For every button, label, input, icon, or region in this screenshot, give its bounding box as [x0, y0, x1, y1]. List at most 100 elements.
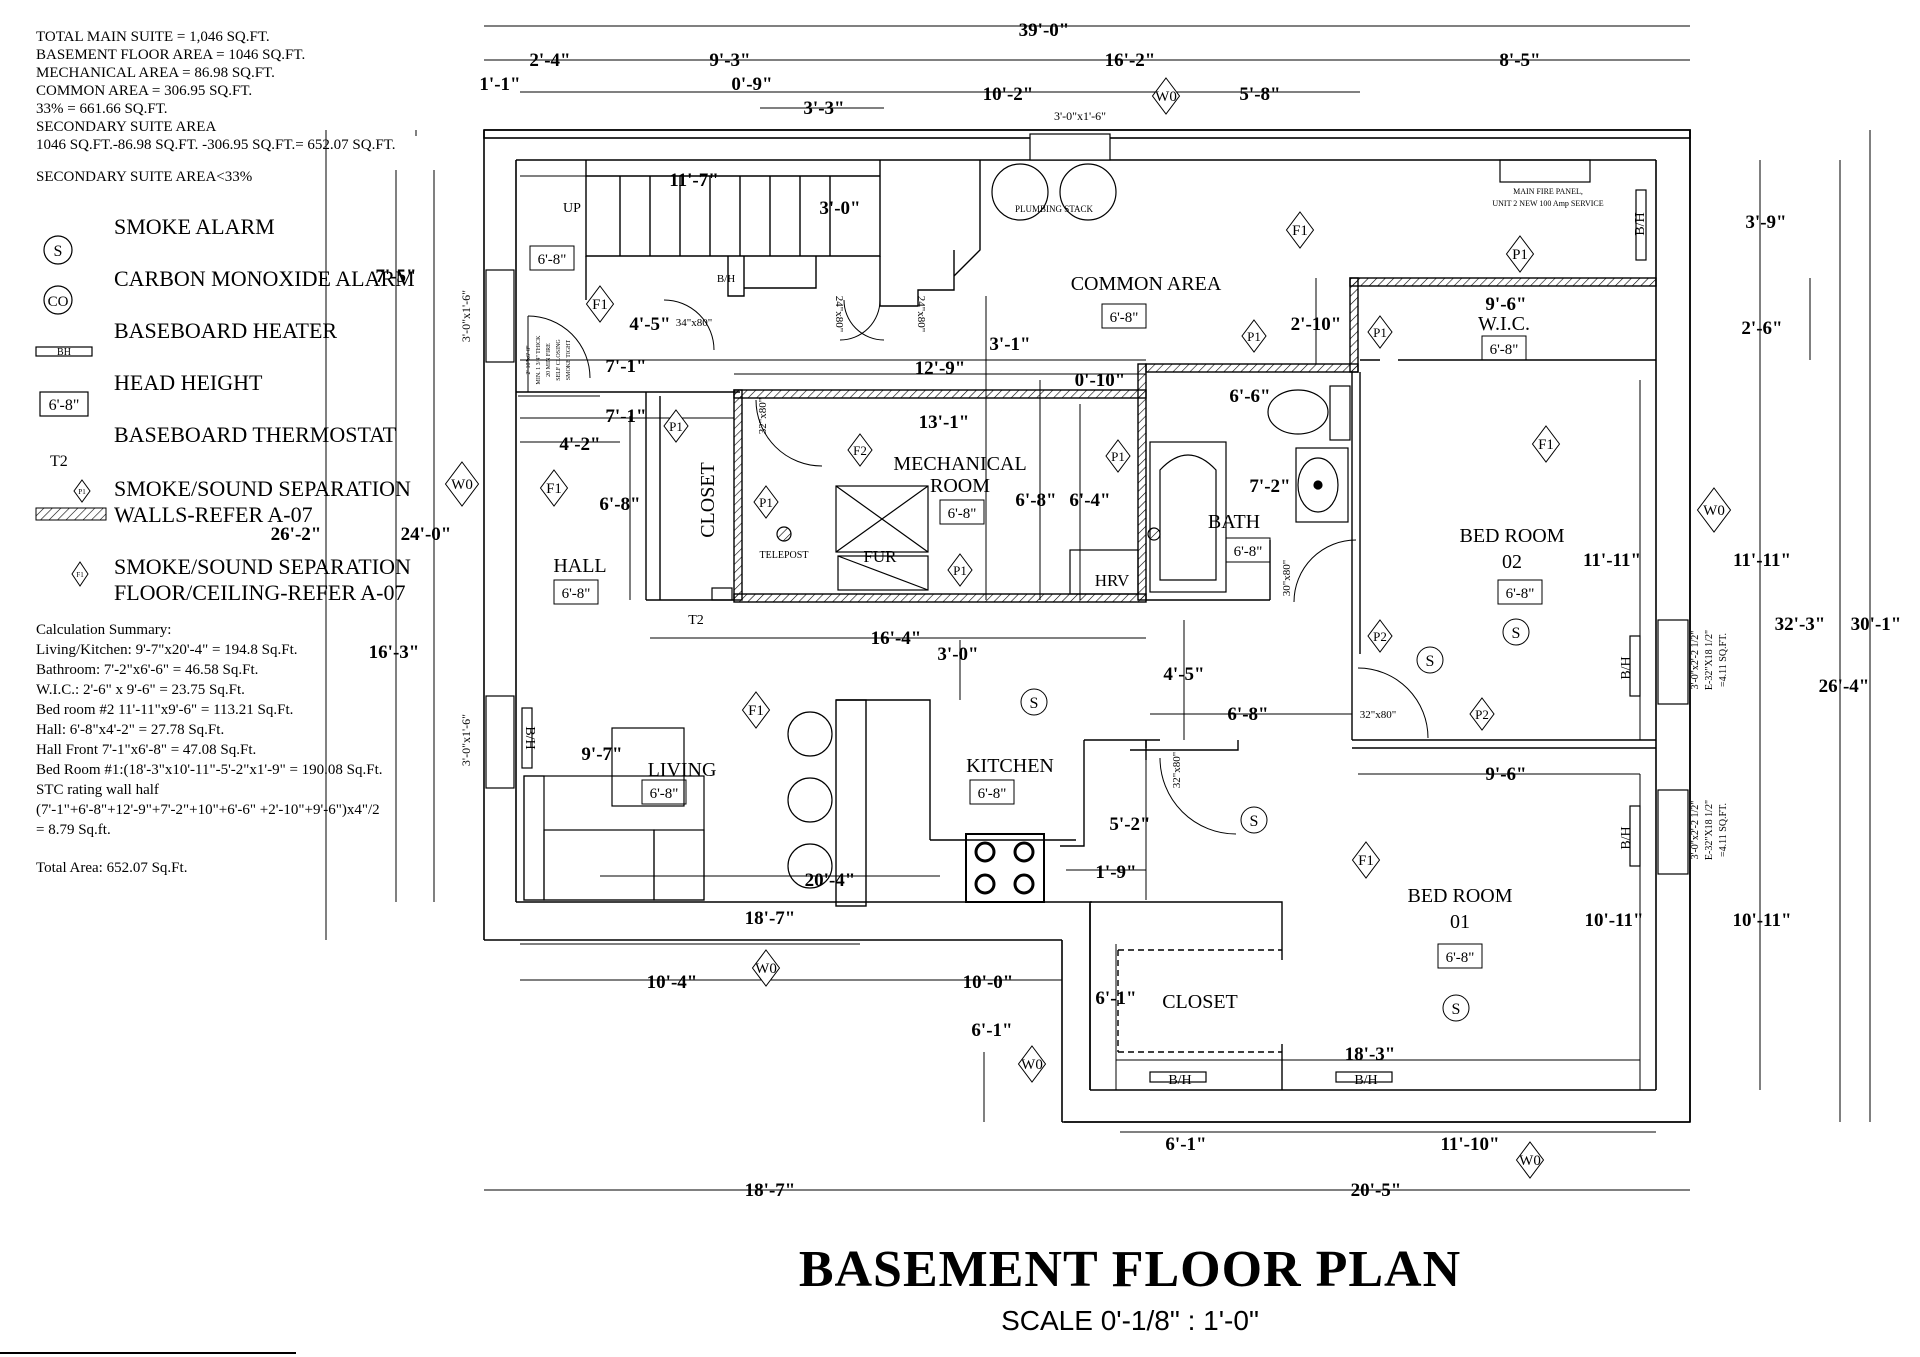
legend-hh-label: HEAD HEIGHT — [114, 370, 263, 395]
room-bed1-closet: CLOSET — [1162, 991, 1238, 1013]
calc-line: Living/Kitchen: 9'-7"x20'-4" = 194.8 Sq.… — [36, 642, 298, 658]
w0-tag-icon: W0 — [1696, 487, 1732, 533]
dim-label: 6'-1" — [1165, 1134, 1206, 1155]
head-height-tag: 6'-8" — [1490, 342, 1519, 358]
dim-label: 9'-6" — [1485, 764, 1526, 785]
dim-label: 2'-10" — [1291, 314, 1342, 335]
window-left-2 — [485, 695, 515, 789]
dim-label: 0'-10" — [1075, 370, 1126, 391]
floor-sep-diamond-icon — [71, 561, 89, 587]
w0-tag-text: W0 — [1519, 1153, 1541, 1169]
baseboard-label: B/H — [1619, 826, 1634, 849]
p1-tag-text: P1 — [1512, 247, 1528, 263]
legend-p1-symbol: P1 — [78, 488, 86, 496]
fire-panel-icon — [1499, 159, 1591, 183]
dim-label: 7'-2" — [1249, 476, 1290, 497]
dim-label: 6'-8" — [1015, 490, 1056, 511]
fire-panel-label-2: UNIT 2 NEW 100 Amp SERVICE — [1492, 199, 1603, 208]
p2-tag-icon: P2 — [1367, 619, 1393, 653]
calc-line: STC rating wall half — [36, 782, 159, 798]
dim-label: 6'-8" — [1227, 704, 1268, 725]
stair-up-label: UP — [563, 201, 581, 216]
dim-overall-width: 39'-0" — [1019, 20, 1070, 41]
baseboard-heater-icon — [1335, 1071, 1393, 1083]
room-mechanical-1: MECHANICAL — [893, 453, 1026, 475]
mech-door-swing — [755, 399, 823, 467]
head-height-tag: 6'-8" — [650, 786, 679, 802]
egress-label: 3'-0"x2'-2 1/2" — [1690, 631, 1701, 690]
p1-tag-icon: P1 — [947, 553, 973, 587]
dim-label: 6'-4" — [1069, 490, 1110, 511]
f2-tag-icon: F2 — [847, 433, 873, 467]
head-height-tag: 6'-8" — [1234, 544, 1263, 560]
dim-label: 16'-3" — [369, 642, 420, 663]
fire-door-note: MIN. 1 3/4" THICK — [536, 335, 542, 385]
dim-label: 5'-8" — [1239, 84, 1280, 105]
baseboard-heater-icon — [35, 346, 93, 357]
dim-label: 20'-4" — [805, 870, 856, 891]
dim-label: 32'-3" — [1775, 614, 1826, 635]
room-common-area: COMMON AREA — [1071, 273, 1222, 295]
dim-label: 9'-3" — [709, 50, 750, 71]
door-size-label: 24"x80" — [833, 296, 845, 332]
bed1-door-swing — [1159, 757, 1237, 835]
dim-label: 11'-7" — [669, 170, 719, 191]
egress-label: =4.11 SQ.FT. — [1718, 803, 1729, 857]
opening-labels: 3'-0"x1'-6" 3'-0"x1'-6" 3'-0"x1'-6" 34"x… — [459, 109, 1729, 1088]
doors — [527, 299, 1429, 835]
legend-wallsep-label1: SMOKE/SOUND SEPARATION — [114, 476, 411, 501]
dim-label: 10'-2" — [983, 84, 1034, 105]
window-size-label: 3'-0"x1'-6" — [459, 290, 473, 342]
area-notes: TOTAL MAIN SUITE = 1,046 SQ.FT. BASEMENT… — [36, 28, 395, 186]
smoke-alarm-text: S — [1512, 625, 1521, 642]
egress-window-2 — [1657, 789, 1689, 875]
drawing-scale: SCALE 0'-1/8" : 1'-0" — [1001, 1305, 1259, 1336]
baseboard-label: B/H — [717, 273, 735, 285]
door-size-label: 32"x80" — [1171, 752, 1183, 788]
title-block: BASEMENT FLOOR PLAN SCALE 0'-1/8" : 1'-0… — [700, 1240, 1560, 1337]
door-size-label: 24"x80" — [915, 296, 927, 332]
window-left-1 — [485, 269, 515, 363]
f1-tag-icon: F1 — [1351, 841, 1381, 879]
tank-icon — [1059, 163, 1117, 221]
legend-smoke-label: SMOKE ALARM — [114, 214, 275, 239]
sink-counter-icon — [1295, 447, 1349, 523]
legend-co-symbol: CO — [48, 294, 69, 310]
room-hall: HALL — [553, 555, 606, 577]
hrv-unit-icon — [1069, 549, 1139, 595]
room-bed2-label: BED ROOM — [1459, 525, 1564, 547]
head-height-tag: 6'-8" — [1110, 310, 1139, 326]
note-line: TOTAL MAIN SUITE = 1,046 SQ.FT. — [36, 29, 270, 45]
windows — [485, 133, 1689, 875]
exterior-walls — [483, 129, 1691, 1123]
f1-tag-text: F1 — [748, 703, 764, 719]
smoke-alarm-icon: S — [1240, 806, 1268, 834]
p1-tag-icon: P1 — [663, 409, 689, 443]
egress-label: =4.11 SQ.FT. — [1718, 633, 1729, 687]
room-mechanical-2: ROOM — [930, 475, 990, 497]
stool-icon — [787, 777, 833, 823]
w0-tag-icon: W0 — [1151, 77, 1181, 115]
w0-tag-icon: W0 — [444, 461, 480, 507]
dim-label: 6'-1" — [1095, 988, 1136, 1009]
room-kitchen: KITCHEN — [966, 755, 1054, 777]
p2-tag-text: P2 — [1475, 707, 1489, 722]
dim-label: 7'-1" — [605, 406, 646, 427]
p1-tag-icon: P1 — [1505, 235, 1535, 273]
coffee-table-icon — [611, 727, 685, 807]
bathtub-inner-icon — [1159, 454, 1217, 581]
dim-label: 1'-1" — [479, 74, 520, 95]
f1-tag-icon: F1 — [539, 469, 569, 507]
calc-line: Bed Room #1:(18'-3"x10'-11"-5'-2"x1'-9" … — [36, 762, 383, 778]
note-line: SECONDARY SUITE AREA — [36, 119, 217, 135]
calc-line: = 8.79 Sq.ft. — [36, 822, 111, 838]
egress-label: E-32"X18 1/2" — [1704, 800, 1715, 860]
smoke-alarm-icon: S — [1502, 618, 1530, 646]
dim-label: 13'-1" — [919, 412, 970, 433]
dim-label: 6'-6" — [1229, 386, 1270, 407]
room-bed1-number: 01 — [1450, 911, 1470, 933]
p1-tag-text: P1 — [1111, 449, 1125, 464]
